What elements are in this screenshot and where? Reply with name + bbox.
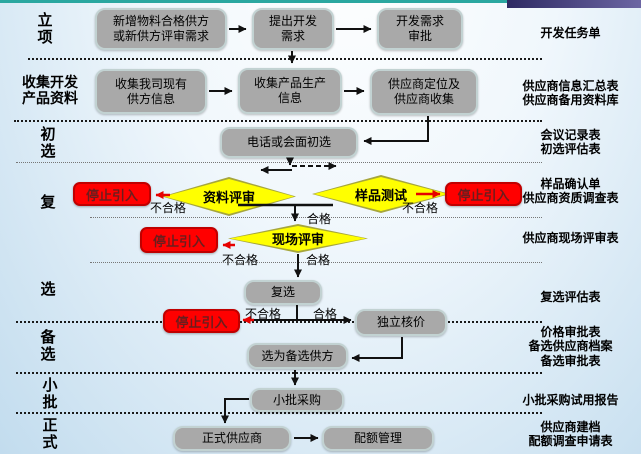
doc-label-quota-application: 供应商建档 配额调查申请表 — [528, 420, 613, 449]
stage-label-backup: 备 选 — [40, 329, 56, 364]
stage-separator — [16, 412, 542, 414]
flow-box-label: 提出开发 需求 — [268, 14, 317, 43]
flow-box-independent-pricing: 独立核价 — [355, 309, 447, 336]
flow-box-small-batch-purchase: 小批采购 — [250, 388, 344, 412]
flow-box-label: 收集产品生产 信息 — [253, 76, 326, 105]
edge-label-fail: 不合格 — [402, 201, 439, 215]
decision-label: 样品测试 — [354, 187, 407, 203]
flow-box-label: 独立核价 — [376, 315, 425, 329]
stop-label: 停止引入 — [85, 187, 138, 203]
stage-label-preliminary: 初 选 — [40, 126, 56, 161]
edge-label-pass: 合格 — [306, 253, 331, 267]
flow-box-label: 电话或会面初选 — [246, 135, 331, 149]
edge-label-pass: 合格 — [313, 307, 338, 321]
stop-label: 停止引入 — [152, 233, 205, 249]
arrow-smallbatch-to-formal — [221, 398, 249, 424]
doc-label-price-approval-forms: 价格审批表 备选供应商档案 备选审批表 — [528, 325, 613, 368]
doc-label-trial-report: 小批采购试用报告 — [522, 393, 619, 407]
flow-box-label: 小批采购 — [272, 392, 321, 407]
stage-separator — [14, 120, 542, 122]
stage-separator — [16, 372, 542, 374]
stage-separator — [16, 162, 542, 163]
stop-introduction-box: 停止引入 — [73, 182, 151, 206]
decision-material-review: 资料评审 — [162, 177, 296, 216]
edge-label-pass: 合格 — [307, 212, 332, 226]
flow-box-new-material-demand: 新增物料合格供方 或新供方评审需求 — [95, 8, 227, 50]
edge-label-fail: 不合格 — [150, 201, 187, 215]
top-purple-bar — [507, 0, 641, 8]
flow-box-label: 正式供应商 — [201, 431, 262, 445]
flow-box-phone-screening: 电话或会面初选 — [220, 127, 358, 158]
decision-label: 现场评审 — [271, 232, 324, 247]
doc-label-sample-confirmation: 样品确认单 供应商资质调查表 — [522, 177, 619, 206]
flow-box-label: 收集我司现有 供方信息 — [114, 76, 187, 106]
doc-label-onsite-review-form: 供应商现场评审表 — [522, 231, 619, 245]
edge-label-fail: 不合格 — [222, 253, 259, 267]
doc-label-supplier-info-tables: 供应商信息汇总表 供应商备用资料库 — [522, 79, 619, 108]
stage-label-initiation: 立 项 — [37, 12, 53, 47]
flow-box-label: 新增物料合格供方 或新供方评审需求 — [112, 14, 209, 43]
doc-label-dev-task-form: 开发任务单 — [540, 26, 601, 40]
stage-separator — [28, 58, 542, 60]
flow-box-collect-product-info: 收集产品生产 信息 — [238, 68, 342, 114]
flow-box-demand-approval: 开发需求 审批 — [377, 8, 463, 50]
stage-label-formal: 正 式 — [42, 417, 58, 452]
stop-introduction-box: 停止引入 — [163, 309, 240, 333]
flow-box-label: 选为备选供方 — [261, 348, 334, 363]
flow-box-label: 供应商定位及 供应商收集 — [387, 77, 460, 106]
flow-box-select-backup-supplier: 选为备选供方 — [247, 343, 348, 369]
stage-label-small-batch: 小 批 — [42, 377, 58, 412]
doc-label-meeting-record: 会议记录表 初选评估表 — [540, 128, 601, 157]
edge-label-fail: 不合格 — [245, 307, 282, 321]
stage-label-collect-info: 收集开发 产品资料 — [22, 74, 78, 107]
flow-box-supplier-positioning: 供应商定位及 供应商收集 — [370, 69, 478, 115]
stop-introduction-box: 停止引入 — [445, 182, 522, 206]
flow-box-label: 复选 — [270, 285, 295, 299]
doc-label-reselection-evaluation: 复选评估表 — [540, 290, 601, 304]
stage-separator — [16, 321, 542, 323]
flow-box-label: 开发需求 审批 — [395, 14, 444, 43]
flow-box-formal-supplier: 正式供应商 — [173, 426, 291, 451]
stop-introduction-box: 停止引入 — [140, 227, 218, 253]
top-teal-rule — [0, 0, 507, 3]
stop-label: 停止引入 — [175, 314, 228, 330]
flow-box-quota-management: 配额管理 — [322, 426, 434, 451]
flow-box-collect-internal-suppliers: 收集我司现有 供方信息 — [95, 69, 207, 114]
stage-label-review-fu: 复 — [40, 194, 56, 211]
stage-separator — [90, 217, 542, 218]
flow-box-label: 配额管理 — [353, 431, 402, 445]
flow-box-propose-development: 提出开发 需求 — [252, 8, 334, 50]
arrow-pricing-to-backup — [351, 337, 403, 362]
decision-onsite-review: 现场评审 — [228, 224, 368, 253]
flow-box-reselection: 复选 — [244, 280, 322, 305]
stage-label-review-xuan: 选 — [40, 281, 56, 298]
stop-label: 停止引入 — [457, 187, 510, 203]
stage-separator — [90, 262, 542, 263]
decision-label: 资料评审 — [202, 190, 255, 205]
